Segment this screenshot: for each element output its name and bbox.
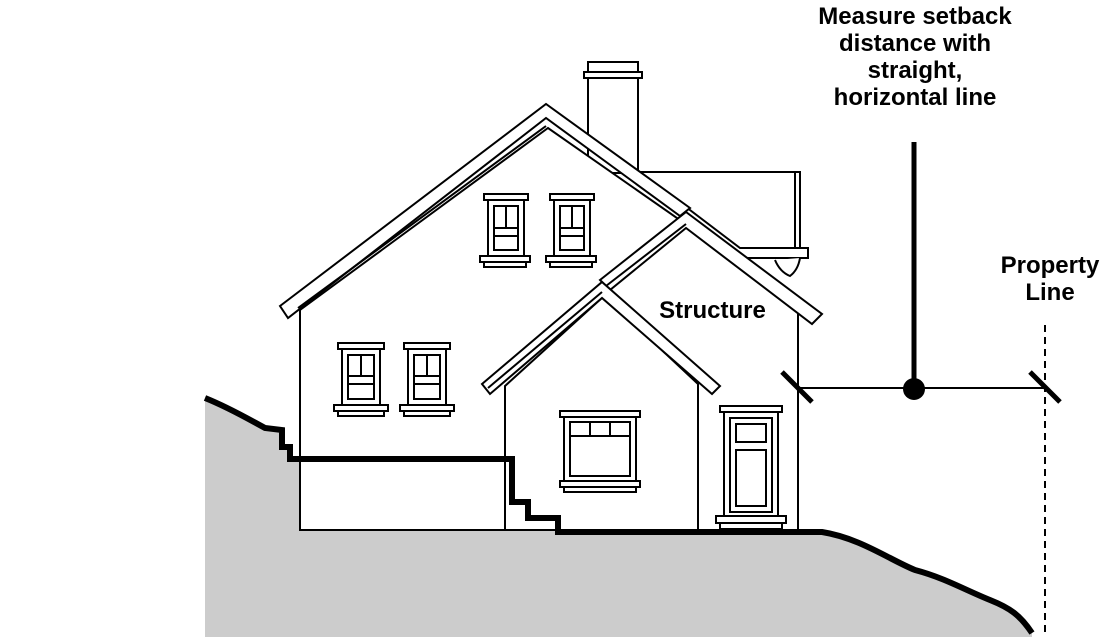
leader-dot bbox=[903, 378, 925, 400]
window-upper-left bbox=[479, 193, 531, 268]
window-lower-middle bbox=[399, 342, 455, 417]
ground-fill bbox=[205, 398, 1032, 637]
measure-label-line: horizontal line bbox=[833, 83, 997, 111]
rear-wing bbox=[637, 171, 809, 278]
structure-label: Structure bbox=[659, 297, 766, 324]
measure-label-line: Measure setback bbox=[818, 3, 1012, 30]
window-lower-left bbox=[333, 342, 389, 417]
porch-roof bbox=[480, 280, 722, 396]
measure-setback-label: Measure setback distance with straight, … bbox=[760, 3, 1070, 112]
measure-label-line: straight, bbox=[867, 56, 963, 84]
front-door bbox=[715, 405, 787, 530]
property-label-line: Property bbox=[1000, 252, 1100, 279]
window-porch bbox=[559, 410, 641, 493]
terrain-outline bbox=[203, 395, 1035, 635]
setback-tick-left bbox=[780, 370, 814, 404]
property-label-line: Line bbox=[1025, 278, 1075, 306]
property-line-label: Property Line bbox=[980, 252, 1115, 307]
setback-tick-right bbox=[1028, 370, 1062, 404]
window-upper-right bbox=[545, 193, 597, 268]
chimney bbox=[583, 61, 643, 174]
measure-label-line: distance with bbox=[838, 29, 992, 57]
